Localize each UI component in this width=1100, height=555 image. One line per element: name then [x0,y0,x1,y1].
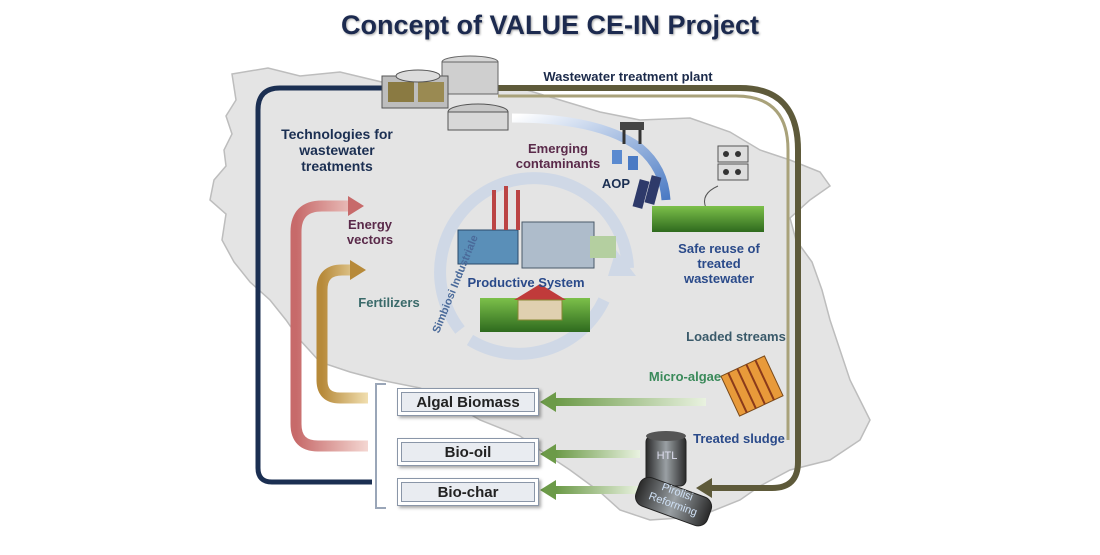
grass-field-icon [652,206,764,232]
bio-oil-box: Bio-oil [397,438,539,466]
microalgae-reactor-icon [720,355,784,417]
treatment-plant-icon [381,55,509,131]
productive-system-label: Productive System [467,275,585,290]
wwtp-label: Wastewater treatment plant [543,69,713,84]
loaded-streams-label: Loaded streams [686,329,786,344]
navy-flow-arrow [255,85,392,485]
microalgae-label: Micro-algae [648,369,722,384]
algal-biomass-box: Algal Biomass [397,388,539,416]
green-arrow-algal [540,392,556,412]
green-arrow-biochar [540,480,556,500]
green-arrow-biooil [540,444,556,464]
htl-reactor-icon [645,431,687,487]
htl-label: HTL [656,450,678,462]
blue-flow-arrow [511,113,671,201]
fertilizers-label: Fertilizers [358,295,420,310]
emerging-contaminants-label: Emerging contaminants [515,141,601,171]
aop-label: AOP [601,176,631,191]
bio-char-box: Bio-char [397,478,539,506]
treated-sludge-label: Treated sludge [693,431,785,446]
safe-reuse-label: Safe reuse of treated wastewater [678,241,760,286]
aop-apparatus-icon [612,122,662,209]
control-unit-icon [704,145,749,209]
olive-arrowhead [696,478,712,498]
pyrolysis-reactor-icon [635,476,713,527]
technologies-label: Technologies for wastewater treatments [281,126,393,175]
page-title: Concept of VALUE CE-IN Project [340,10,760,40]
industrial-symbiosis-cycle [434,172,636,360]
energy-vectors-label: Energy vectors [346,217,394,247]
fertilizer-arrow [316,264,368,404]
olive-flow-arrow [498,85,801,491]
energy-arrow [290,200,368,452]
